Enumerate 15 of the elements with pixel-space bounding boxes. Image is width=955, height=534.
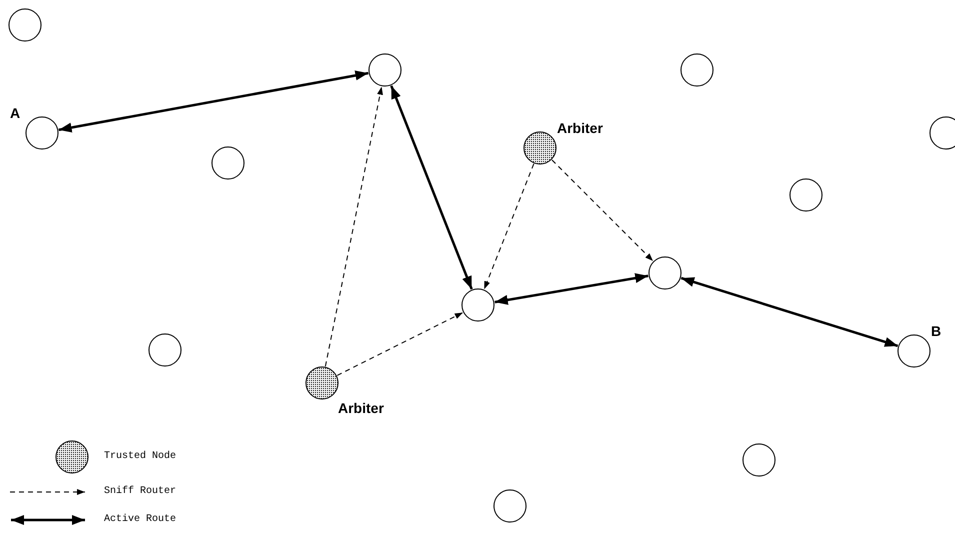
dashed-arrow (552, 160, 654, 262)
dashed-arrow (324, 86, 383, 367)
double-arrow (494, 273, 648, 305)
legend-label: Trusted Node (104, 451, 176, 463)
node-label: A (10, 105, 20, 121)
legend-label: Active Route (104, 514, 176, 526)
dashed-arrow (336, 312, 464, 376)
node-label: Arbiter (557, 120, 603, 136)
node-label: B (931, 323, 942, 339)
double-arrow (390, 85, 473, 290)
node-label: Arbiter (338, 400, 384, 416)
dashed-arrow (484, 163, 534, 290)
double-arrow (58, 70, 369, 132)
double-arrow (680, 276, 898, 348)
legend-label: Sniff Router (104, 486, 176, 498)
